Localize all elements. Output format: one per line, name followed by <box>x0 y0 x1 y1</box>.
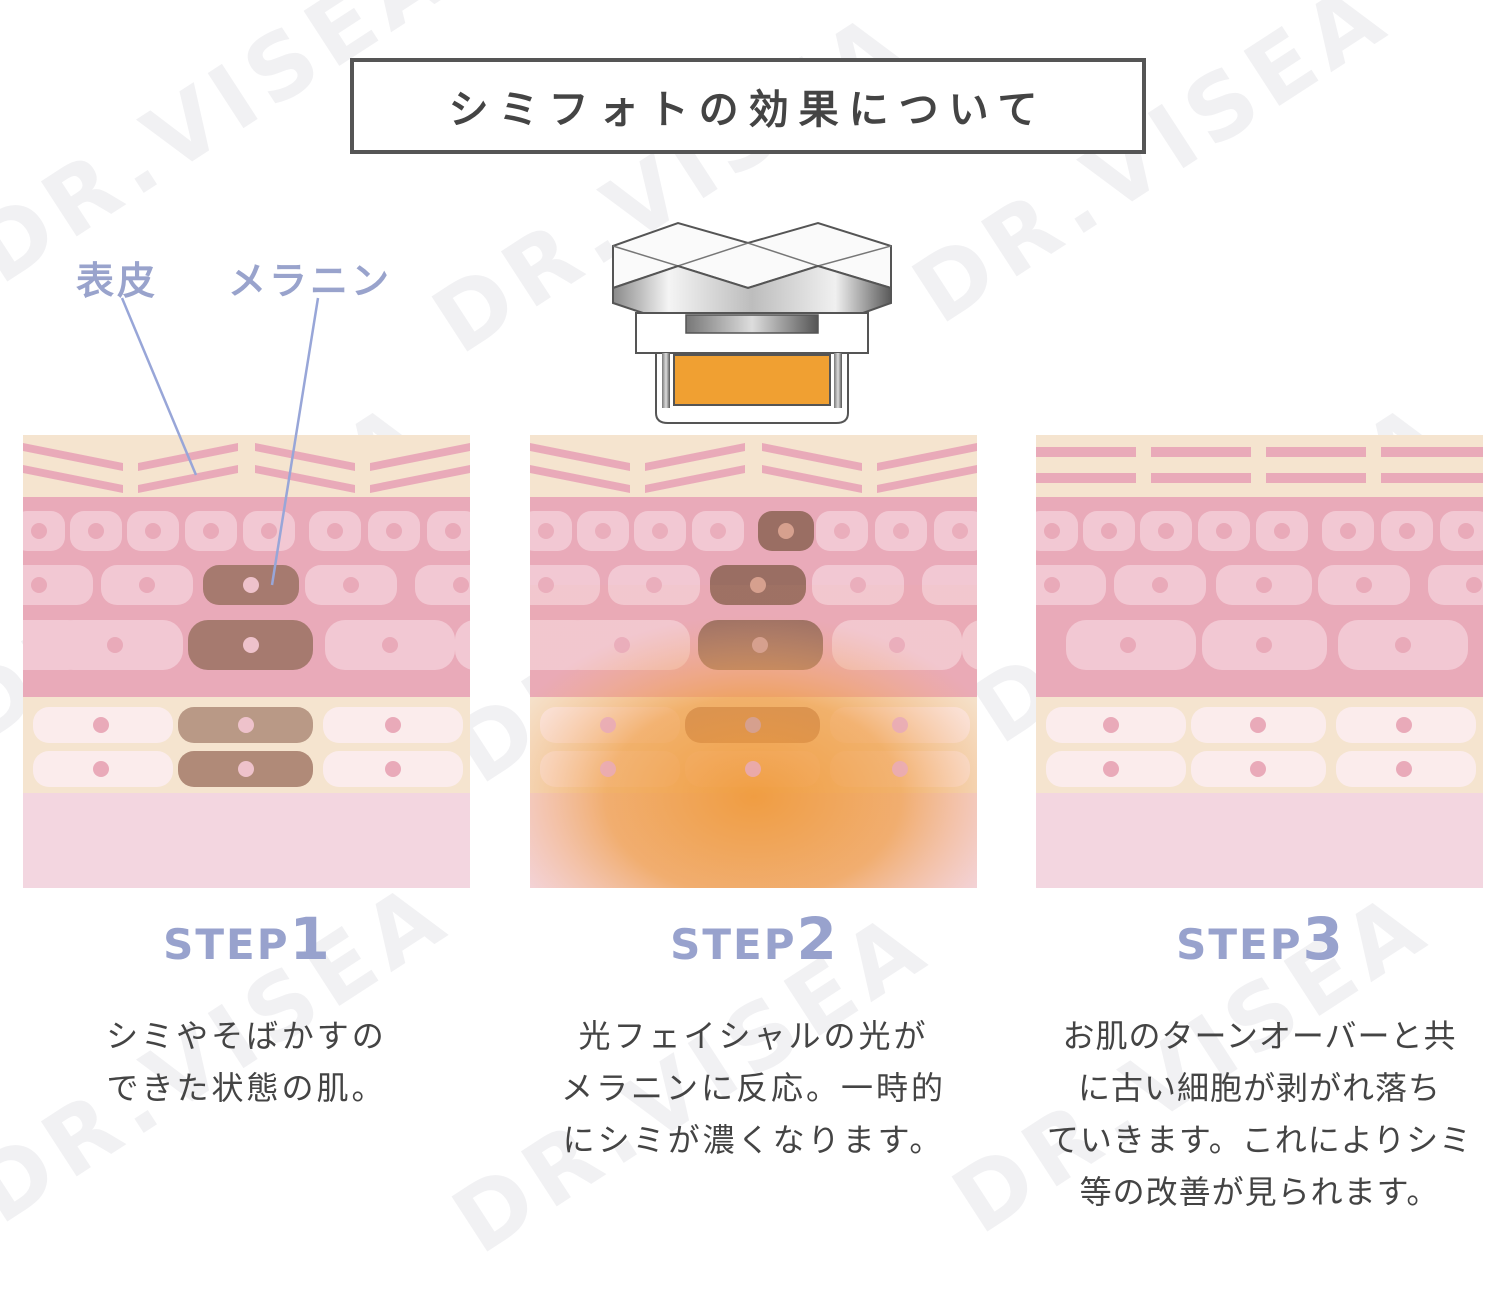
desc-line: に古い細胞が剥がれ落ち <box>1077 1069 1441 1107</box>
desc-line: にシミが濃くなります。 <box>562 1121 945 1159</box>
desc-line: 光フェイシャルの光が <box>578 1017 929 1055</box>
desc-line: 等の改善が見られます。 <box>1079 1173 1440 1211</box>
desc-line: お肌のターンオーバーと共 <box>1062 1017 1457 1055</box>
desc-line: メラニンに反応。一時的 <box>560 1069 946 1107</box>
label-epidermis: 表皮 <box>76 259 159 303</box>
nuclei <box>538 523 968 777</box>
step2-label: STEP2 <box>530 905 977 973</box>
step-word: STEP <box>163 920 290 969</box>
nuclei <box>31 523 469 777</box>
label-melanin: メラニン <box>228 259 393 303</box>
step3-description: お肌のターンオーバーと共 に古い細胞が剥がれ落ち ていきます。これによりシミ 等… <box>1036 1010 1483 1218</box>
step1-label: STEP1 <box>23 905 470 973</box>
step-word: STEP <box>1176 920 1303 969</box>
nuclei <box>1044 523 1482 777</box>
light-glow <box>530 585 977 888</box>
epidermis-pointer-line <box>120 297 198 476</box>
step-number: 3 <box>1302 905 1343 973</box>
melanin-pointer-line <box>270 297 320 586</box>
light-device <box>612 221 892 424</box>
epidermis-scales <box>530 443 977 493</box>
desc-line: ていきます。これによりシミ <box>1046 1121 1473 1159</box>
page-title: シミフォトの効果について <box>448 87 1048 133</box>
step-word: STEP <box>670 920 797 969</box>
desc-line: シミやそばかすの <box>106 1017 387 1055</box>
skin-panel-step3 <box>1036 435 1483 888</box>
dermis-layer <box>23 793 470 888</box>
desc-line: できた状態の肌。 <box>106 1069 387 1107</box>
skin-panel-step1 <box>23 435 470 888</box>
step1-description: シミやそばかすの できた状態の肌。 <box>23 1010 470 1114</box>
flat-scales <box>1036 447 1483 483</box>
melanin-nuclei <box>745 523 794 733</box>
skin-panel-step2 <box>530 435 977 888</box>
step2-description: 光フェイシャルの光が メラニンに反応。一時的 にシミが濃くなります。 <box>530 1010 977 1166</box>
step-number: 2 <box>796 905 837 973</box>
step-number: 1 <box>289 905 330 973</box>
melanin-nuclei <box>238 577 259 777</box>
step3-label: STEP3 <box>1036 905 1483 973</box>
title-box: シミフォトの効果について <box>350 58 1146 154</box>
